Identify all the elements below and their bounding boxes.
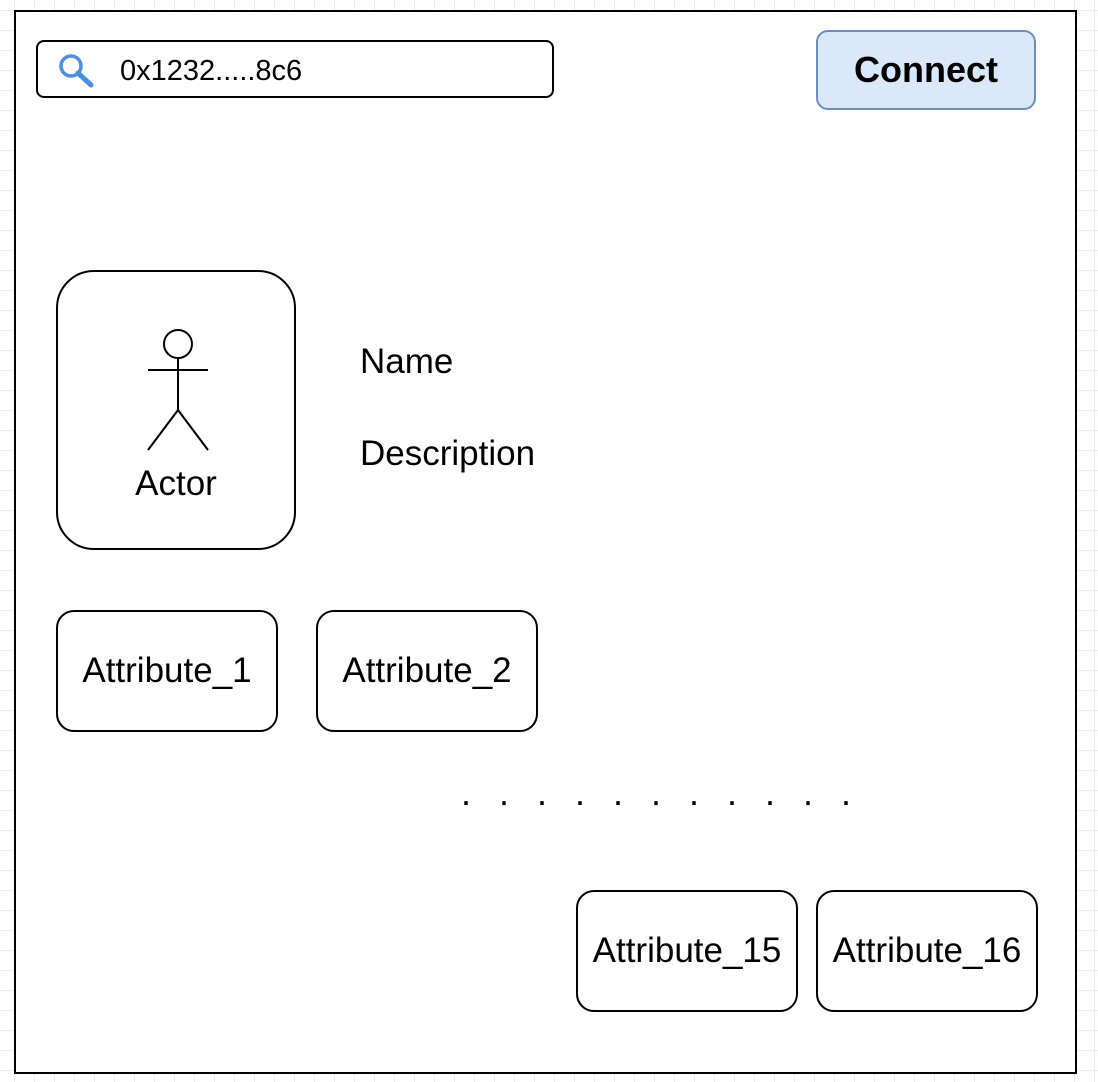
avatar-label: Actor <box>135 464 217 503</box>
actor-icon <box>147 329 209 451</box>
page-frame: 0x1232.....8c6 Connect Actor Name Descri… <box>14 10 1077 1074</box>
avatar-card: Actor <box>56 270 296 550</box>
search-input[interactable]: 0x1232.....8c6 <box>120 55 303 87</box>
connect-button[interactable]: Connect <box>816 30 1036 110</box>
attribute-chip[interactable]: Attribute_2 <box>316 610 538 732</box>
attribute-chip[interactable]: Attribute_15 <box>576 890 798 1012</box>
profile-description: Description <box>360 434 536 473</box>
profile-name: Name <box>360 342 454 381</box>
attribute-chip[interactable]: Attribute_1 <box>56 610 278 732</box>
attribute-chip[interactable]: Attribute_16 <box>816 890 1038 1012</box>
search-icon <box>59 54 94 88</box>
search-bar[interactable]: 0x1232.....8c6 <box>36 40 554 98</box>
ellipsis-separator: . . . . . . . . . . . <box>461 772 861 813</box>
